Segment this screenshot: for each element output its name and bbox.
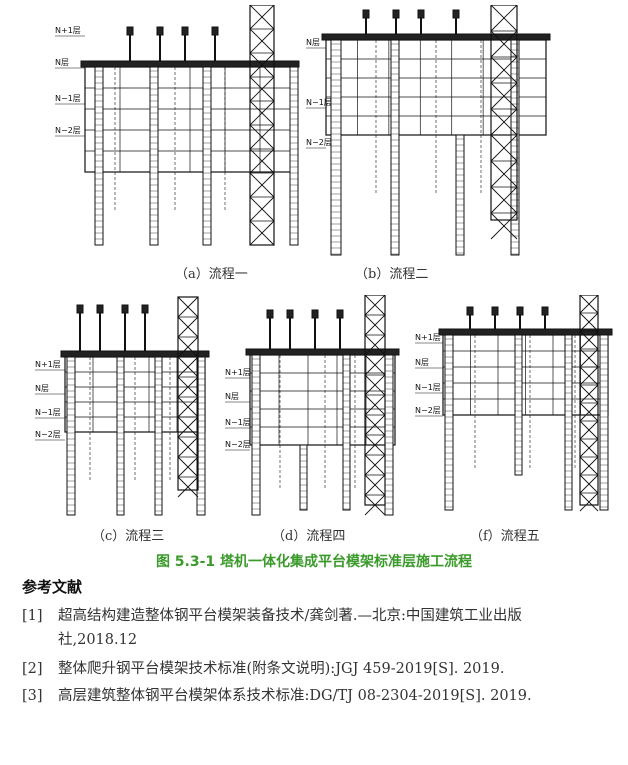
floor-level-label: N层 bbox=[55, 58, 69, 67]
floor-level-label: N−1层 bbox=[415, 383, 441, 392]
floor-level-label: N层 bbox=[415, 358, 429, 367]
floor-level-label: N+1层 bbox=[35, 360, 61, 369]
floor-level-label: N+1层 bbox=[55, 26, 81, 35]
references-heading: 参考文献 bbox=[22, 578, 83, 596]
construction-diagram: N+1层 N层 N−1层 N−2层 bbox=[225, 295, 400, 516]
reference-number: [1] bbox=[22, 608, 43, 624]
reference-text: 整体爬升钢平台模架技术标准(附条文说明):JGJ 459-2019[S]. 20… bbox=[58, 661, 505, 677]
reference-item-2: [2] 整体爬升钢平台模架技术标准(附条文说明):JGJ 459-2019[S].… bbox=[22, 657, 504, 681]
diagram-panel-f: N+1层 N层 N−1层 N−2层 bbox=[415, 295, 615, 520]
floor-level-label: N−1层 bbox=[55, 94, 81, 103]
floor-level-label: N−1层 bbox=[225, 418, 251, 427]
reference-number: [3] bbox=[22, 688, 43, 704]
floor-level-label: N层 bbox=[35, 384, 49, 393]
caption-f: （f）流程五 bbox=[470, 529, 540, 544]
floor-level-label: N+1层 bbox=[225, 368, 251, 377]
construction-diagram: N+1层 N层 N−1层 N−2层 bbox=[55, 5, 300, 246]
construction-diagram: N+1层 N层 N−1层 N−2层 bbox=[415, 295, 613, 512]
reference-item-1: [1] 超高结构建造整体钢平台模架装备技术/龚剑著.—北京:中国建筑工业出版 社,… bbox=[22, 604, 522, 652]
caption-c: （c）流程三 bbox=[92, 529, 165, 544]
reference-text-continued: 社,2018.12 bbox=[58, 632, 138, 648]
diagram-panel-a: N+1层 N层 N−1层 N−2层 bbox=[55, 5, 305, 250]
construction-diagram: N层 N−1层 N−2层 bbox=[306, 5, 551, 256]
floor-level-label: N−2层 bbox=[35, 430, 61, 439]
reference-text: 高层建筑整体钢平台模架体系技术标准:DG/TJ 08-2304-2019[S].… bbox=[58, 688, 532, 704]
floor-level-label: N−2层 bbox=[306, 138, 332, 147]
diagram-panel-c: N+1层 N层 N−1层 N−2层 bbox=[35, 295, 210, 520]
reference-text: 超高结构建造整体钢平台模架装备技术/龚剑著.—北京:中国建筑工业出版 bbox=[58, 608, 522, 624]
reference-item-3: [3] 高层建筑整体钢平台模架体系技术标准:DG/TJ 08-2304-2019[… bbox=[22, 684, 532, 708]
construction-diagram: N+1层 N层 N−1层 N−2层 bbox=[35, 296, 210, 516]
floor-level-label: N层 bbox=[306, 38, 320, 47]
diagram-panel-b: N层 N−1层 N−2层 bbox=[306, 5, 556, 260]
floor-level-label: N−1层 bbox=[306, 98, 332, 107]
diagram-panel-d: N+1层 N层 N−1层 N−2层 bbox=[225, 295, 400, 520]
floor-level-label: N层 bbox=[225, 392, 239, 401]
floor-level-label: N−2层 bbox=[55, 126, 81, 135]
caption-d: （d）流程四 bbox=[272, 529, 346, 544]
floor-level-label: N+1层 bbox=[415, 333, 441, 342]
caption-a: （a）流程一 bbox=[175, 267, 248, 282]
floor-level-label: N−1层 bbox=[35, 408, 61, 417]
reference-number: [2] bbox=[22, 661, 43, 677]
caption-b: （b）流程二 bbox=[355, 267, 429, 282]
figure-title: 图 5.3-1 塔机一体化集成平台模架标准层施工流程 bbox=[155, 554, 473, 570]
floor-level-label: N−2层 bbox=[415, 406, 441, 415]
floor-level-label: N−2层 bbox=[225, 440, 251, 449]
